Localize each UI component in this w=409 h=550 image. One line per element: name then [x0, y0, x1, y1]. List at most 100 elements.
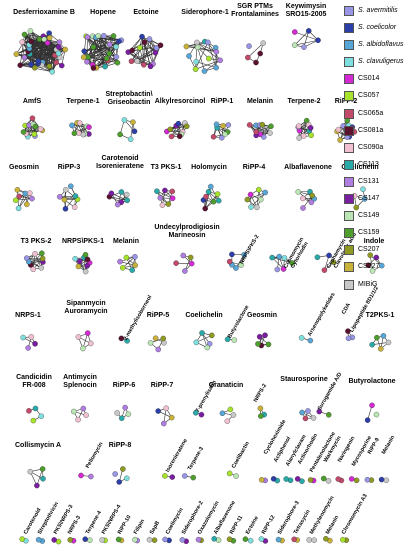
legend-item: CS131	[344, 175, 408, 192]
network-node	[180, 252, 186, 259]
network-node	[310, 415, 317, 421]
legend-item: CS057	[344, 89, 408, 106]
network-node	[153, 45, 160, 51]
network-node	[224, 418, 231, 424]
network-edge	[38, 49, 66, 62]
network-node	[194, 39, 200, 46]
network-node	[325, 412, 332, 418]
network-node	[119, 265, 126, 271]
network-node	[206, 55, 212, 62]
network-node	[244, 196, 251, 203]
network-node	[114, 201, 121, 208]
network-node	[193, 339, 200, 346]
network-node	[146, 536, 153, 543]
network-node	[373, 411, 380, 418]
network-node	[275, 536, 282, 543]
cluster-network	[257, 405, 267, 419]
legend-label: CS227	[358, 263, 380, 271]
network-node	[262, 189, 268, 196]
cluster-label: Geosmin	[9, 164, 39, 171]
network-node	[84, 330, 91, 336]
legend-label: S. clavuligerus	[358, 58, 404, 66]
cluster-network	[246, 121, 274, 140]
legend-swatch	[344, 194, 354, 205]
network-node	[258, 536, 265, 542]
cluster-label: FR-008	[22, 382, 46, 389]
network-node	[80, 54, 87, 60]
network-node	[373, 254, 380, 261]
network-node	[21, 31, 28, 38]
network-node	[14, 187, 21, 193]
network-edge	[196, 42, 217, 53]
cluster-network	[72, 251, 93, 275]
network-node	[21, 54, 28, 61]
network-node	[247, 191, 254, 198]
legend: S. avermitilis S. coelicolor S. albidofl…	[344, 4, 408, 295]
network-node	[113, 54, 120, 60]
legend-item: CS113	[344, 158, 408, 175]
network-node	[62, 206, 69, 212]
network-node	[120, 466, 126, 472]
network-node	[378, 346, 384, 352]
network-node	[106, 41, 113, 48]
network-node	[13, 51, 20, 57]
network-node	[160, 335, 166, 342]
cluster-network	[155, 405, 175, 427]
cluster-network	[294, 476, 305, 484]
network-node	[106, 50, 112, 57]
network-node	[193, 409, 199, 416]
network-node	[130, 119, 136, 125]
network-edge	[36, 468, 43, 486]
network-edge	[31, 41, 59, 48]
network-node	[17, 62, 23, 68]
network-node	[121, 117, 128, 123]
network-node	[24, 201, 30, 208]
cluster-label: Indole	[363, 238, 385, 245]
network-node	[258, 413, 264, 419]
legend-swatch	[344, 142, 354, 153]
network-edge	[247, 42, 264, 58]
network-node	[38, 413, 44, 419]
network-node	[188, 260, 195, 267]
network-node	[108, 190, 115, 197]
network-node	[321, 267, 328, 273]
network-node	[280, 266, 287, 272]
cluster-label: Coelichelin	[185, 312, 223, 319]
cluster-network	[365, 252, 385, 274]
network-node	[103, 55, 110, 62]
cluster-label: Marineosin	[168, 232, 206, 239]
network-node	[34, 482, 40, 489]
network-node	[32, 405, 39, 412]
network-node	[71, 408, 77, 415]
network-node	[29, 195, 35, 202]
cluster-network	[27, 466, 46, 489]
cluster-network	[245, 40, 266, 66]
cluster-label: Carotenoid	[101, 155, 139, 162]
cluster-network	[71, 405, 89, 423]
network-node	[309, 192, 315, 199]
network-node	[292, 29, 298, 35]
legend-swatch	[344, 6, 354, 16]
network-node	[84, 59, 90, 65]
network-node	[231, 337, 238, 343]
network-node	[274, 266, 281, 273]
network-edge	[156, 190, 173, 199]
network-node	[147, 340, 154, 346]
network-node	[283, 476, 289, 482]
network-node	[380, 333, 387, 339]
network-node	[365, 262, 372, 268]
cluster-label: T3 PKS-2	[20, 238, 52, 245]
network-node	[57, 194, 63, 200]
cluster-label: Ectoine	[133, 9, 159, 16]
network-node	[168, 414, 175, 421]
network-node	[86, 124, 92, 130]
cluster-label: SRO15-2005	[285, 11, 327, 18]
network-node	[67, 183, 74, 190]
network-node	[114, 410, 120, 416]
cluster-label: Undecylprodigiosin	[154, 224, 220, 231]
network-node	[325, 478, 332, 484]
legend-label: S. albidoflavus	[358, 41, 404, 49]
network-node	[296, 123, 302, 129]
cluster-label: Collismycin A	[14, 442, 62, 449]
